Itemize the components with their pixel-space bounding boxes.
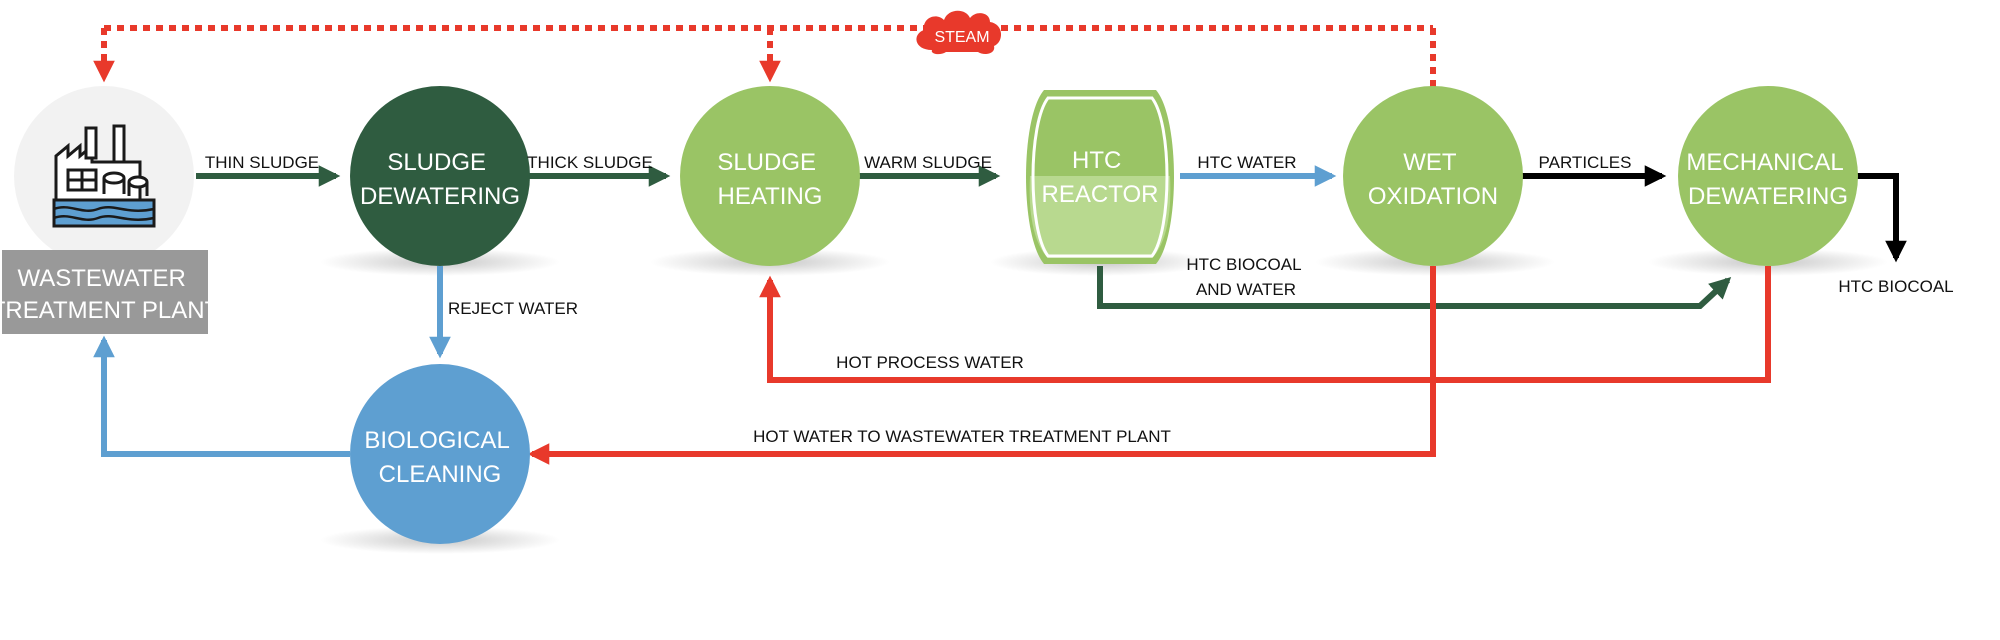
label-htc-biocoal-water-2: AND WATER: [1196, 280, 1296, 299]
node-sludge-heating: SLUDGE HEATING: [680, 86, 860, 266]
node-shadows: [320, 248, 1888, 554]
label-particles: PARTICLES: [1539, 153, 1632, 172]
node-wastewater-treatment-plant: WASTEWATER TREATMENT PLANT: [0, 86, 220, 334]
svg-text:MECHANICAL DEWATERING: MECHANICAL DEWATERING: [1686, 149, 1849, 210]
label-htc-water: HTC WATER: [1197, 153, 1296, 172]
wwtp-label-box: [2, 250, 208, 334]
htc-reactor-line1: HTC: [1072, 147, 1121, 174]
sludge-dewatering-line1: SLUDGE: [387, 149, 486, 176]
htc-reactor-line2: REACTOR: [1042, 181, 1159, 208]
wet-oxidation-line2: OXIDATION: [1368, 183, 1498, 210]
svg-text:HTC BIOCOAL AND WATER: HTC BIOCOAL AND WATER: [1186, 255, 1305, 299]
svg-text:SLUDGE HEATING: SLUDGE HEATING: [717, 149, 822, 210]
flow-arrows: [93, 165, 1907, 465]
svg-text:BIOLOGICAL CLEANING: BIOLOGICAL CLEANING: [364, 427, 515, 488]
sludge-heating-line1: SLUDGE: [717, 149, 816, 176]
steam-cloud: STEAM: [916, 10, 1002, 55]
steam-lines: [93, 25, 1436, 88]
label-htc-biocoal: HTC BIOCOAL: [1838, 277, 1953, 296]
node-wet-oxidation: WET OXIDATION: [1343, 86, 1523, 266]
mechanical-dewatering-line1: MECHANICAL: [1686, 149, 1843, 176]
label-htc-biocoal-water-1: HTC BIOCOAL: [1186, 255, 1301, 274]
label-hot-process-water: HOT PROCESS WATER: [836, 353, 1024, 372]
factory-icon: [52, 124, 156, 228]
svg-text:SLUDGE DEWATERING: SLUDGE DEWATERING: [360, 149, 520, 210]
svg-text:WET OXIDATION: WET OXIDATION: [1368, 149, 1498, 210]
sludge-dewatering-line2: DEWATERING: [360, 183, 520, 210]
node-biological-cleaning: BIOLOGICAL CLEANING: [350, 364, 530, 544]
hot-water-to-wwtp-arrow: [527, 266, 1436, 465]
htc-reactor-fill: [1029, 176, 1171, 258]
label-warm-sludge: WARM SLUDGE: [864, 153, 992, 172]
biocoal-water-arrow: [1097, 266, 1732, 309]
sludge-heating-line2: HEATING: [718, 183, 823, 210]
flow-labels: THIN SLUDGE THICK SLUDGE WARM SLUDGE HTC…: [205, 153, 1954, 446]
node-sludge-dewatering: SLUDGE DEWATERING: [350, 86, 530, 266]
svg-text:HTC REACTOR: HTC REACTOR: [1042, 147, 1159, 208]
wwtp-label-line1: WASTEWATER: [17, 265, 185, 292]
biological-cleaning-line1: BIOLOGICAL: [364, 427, 509, 454]
mechanical-dewatering-line2: DEWATERING: [1688, 183, 1848, 210]
label-thin-sludge: THIN SLUDGE: [205, 153, 319, 172]
htc-biocoal-output-arrow: [1854, 173, 1907, 263]
wwtp-label-line2: TREATMENT PLANT: [0, 297, 220, 324]
biological-cleaning-line2: CLEANING: [379, 461, 502, 488]
label-thick-sludge: THICK SLUDGE: [527, 153, 653, 172]
wet-oxidation-line1: WET: [1403, 149, 1457, 176]
node-htc-reactor: HTC REACTOR: [1026, 90, 1174, 264]
hot-process-water-arrow: [759, 266, 1771, 383]
steam-label: STEAM: [934, 29, 989, 46]
cleaned-water-return-arrow: [93, 335, 350, 457]
node-mechanical-dewatering: MECHANICAL DEWATERING: [1678, 86, 1858, 266]
label-hot-water-to-wwtp: HOT WATER TO WASTEWATER TREATMENT PLANT: [753, 427, 1171, 446]
svg-text:WASTEWATER TREATMENT PLA: WASTEWATER TREATMENT PLANT: [0, 265, 220, 324]
label-reject-water: REJECT WATER: [448, 299, 578, 318]
